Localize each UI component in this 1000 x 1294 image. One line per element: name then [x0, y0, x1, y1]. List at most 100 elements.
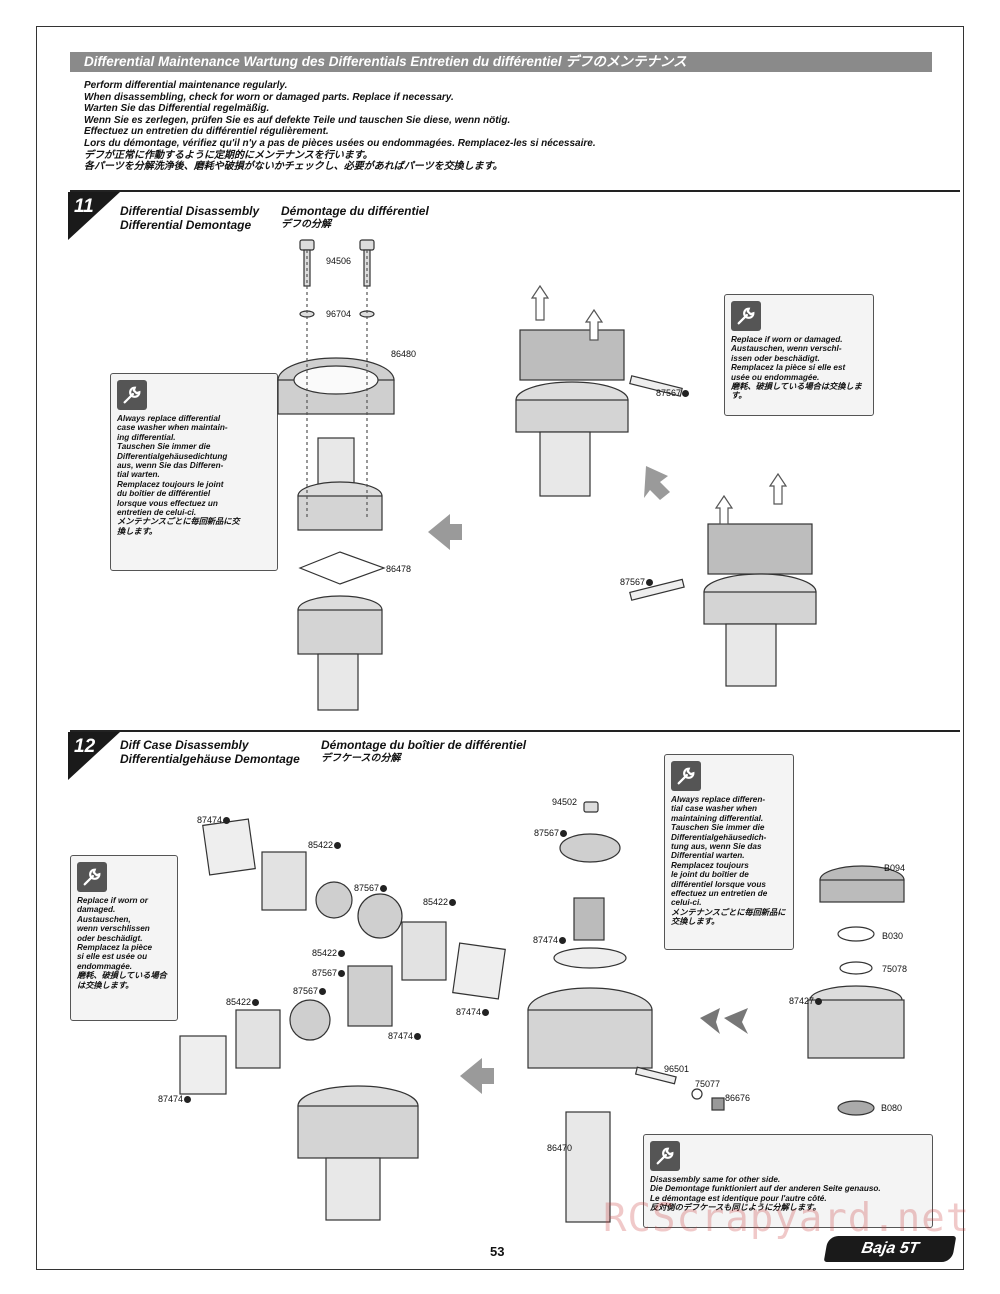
part-label: 94502	[552, 797, 578, 807]
wrench-icon	[77, 862, 107, 892]
part-number: 87474	[456, 1007, 482, 1017]
step-11-badge: 11	[68, 192, 120, 240]
part-number: 85422	[312, 948, 338, 958]
bullet-icon	[815, 998, 823, 1006]
part-label: 94506	[326, 256, 352, 266]
bullet-icon	[559, 937, 567, 945]
bullet-icon	[319, 988, 327, 996]
intro-line: 各パーツを分解洗浄後、磨耗や破損がないかチェックし、必要があればパーツを交換しま…	[84, 161, 503, 173]
part-label: 85422	[308, 840, 342, 850]
part-number: 87474	[388, 1031, 414, 1041]
step-12-title-line: Démontage du boîtier de différentiel	[321, 738, 527, 752]
part-label: 87567	[293, 986, 327, 996]
bullet-icon	[338, 970, 346, 978]
part-label: 87474	[456, 1007, 490, 1017]
wrench-icon	[731, 301, 761, 331]
page-frame	[36, 26, 964, 1270]
step-11-note-left: Always replace differential case washer …	[110, 373, 278, 571]
intro-line: Wenn Sie es zerlegen, prüfen Sie es auf …	[84, 114, 511, 126]
step-11-title-line: デフの分解	[281, 219, 331, 230]
part-number: 87474	[533, 935, 559, 945]
intro-line: When disassembling, check for worn or da…	[84, 91, 454, 103]
bullet-icon	[338, 950, 346, 958]
step-12-title-line: デフケースの分解	[321, 753, 401, 764]
part-number: 85422	[423, 897, 449, 907]
bullet-icon	[482, 1009, 490, 1017]
part-label: B030	[882, 931, 904, 941]
part-label: 87474	[533, 935, 567, 945]
step-12-note-mid: Always replace differen- tial case washe…	[664, 754, 794, 950]
bullet-icon	[223, 817, 231, 825]
intro-text: Perform differential maintenance regular…	[84, 80, 596, 173]
step-12-title-line: Differentialgehäuse Demontage	[120, 752, 300, 766]
bullet-icon	[449, 899, 457, 907]
step-11-title-line: Differential Disassembly	[120, 204, 260, 218]
part-label: 86478	[386, 564, 412, 574]
part-number: 87567	[312, 968, 338, 978]
bullet-icon	[184, 1096, 192, 1104]
bullet-icon	[682, 390, 690, 398]
bullet-icon	[334, 842, 342, 850]
wrench-icon	[671, 761, 701, 791]
part-label: 87567	[354, 883, 388, 893]
part-label: B080	[881, 1103, 903, 1113]
part-number: 87567	[293, 986, 319, 996]
part-label: 96501	[664, 1064, 690, 1074]
part-label: 87474	[388, 1031, 422, 1041]
page-number: 53	[490, 1244, 505, 1259]
step-11-number: 11	[74, 196, 94, 217]
part-number: 87567	[656, 388, 682, 398]
part-label: 75078	[882, 964, 908, 974]
note-text: Replace if worn or damaged. Austauschen,…	[731, 335, 862, 401]
brand-logo: Baja 5T	[823, 1236, 957, 1262]
note-text: Always replace differential case washer …	[117, 414, 240, 536]
note-text: Disassembly same for other side. Die Dem…	[650, 1175, 881, 1213]
part-label: 85422	[423, 897, 457, 907]
section-header: Differential Maintenance Wartung des Dif…	[70, 52, 932, 72]
part-label: 85422	[312, 948, 346, 958]
bullet-icon	[380, 885, 388, 893]
step-12-title-en: Diff Case Disassembly Differentialgehäus…	[120, 738, 300, 766]
part-label: 75077	[695, 1079, 721, 1089]
step-11-title-line: Démontage du différentiel	[281, 204, 429, 218]
part-number: 87474	[197, 815, 223, 825]
part-number: 87567	[620, 577, 646, 587]
note-text: Replace if worn or damaged. Austauschen,…	[77, 896, 167, 990]
part-label: 96704	[326, 309, 352, 319]
part-label: 87567	[656, 388, 690, 398]
step-12-badge: 12	[68, 732, 120, 780]
part-label: 87427	[789, 996, 823, 1006]
part-label: 85422	[226, 997, 260, 1007]
step-12-note-bottom: Disassembly same for other side. Die Dem…	[643, 1134, 933, 1228]
part-number: 85422	[308, 840, 334, 850]
part-label: 87474	[197, 815, 231, 825]
step-11-title-fr: Démontage du différentiel デフの分解	[281, 204, 429, 232]
step-12-rule	[70, 730, 960, 732]
intro-line: Warten Sie das Differential regelmäßig.	[84, 103, 270, 115]
part-number: 87427	[789, 996, 815, 1006]
part-label: 86676	[725, 1093, 751, 1103]
intro-line: Perform differential maintenance regular…	[84, 80, 288, 91]
part-number: 85422	[226, 997, 252, 1007]
step-12-title-line: Diff Case Disassembly	[120, 738, 249, 752]
step-11-title-en: Differential Disassembly Differential De…	[120, 204, 259, 232]
step-12-number: 12	[74, 736, 96, 757]
part-number: 87567	[534, 828, 560, 838]
wrench-icon	[650, 1141, 680, 1171]
note-text: Always replace differen- tial case washe…	[671, 795, 786, 927]
bullet-icon	[646, 579, 654, 587]
part-label: B094	[884, 863, 906, 873]
step-12-note-left: Replace if worn or damaged. Austauschen,…	[70, 855, 178, 1021]
intro-line: Lors du démontage, vérifiez qu'il n'y a …	[84, 137, 596, 149]
part-label: 87567	[312, 968, 346, 978]
bullet-icon	[414, 1033, 422, 1041]
part-number: 87567	[354, 883, 380, 893]
intro-line: デフが正常に作動するように定期的にメンテナンスを行います。	[84, 149, 373, 161]
part-number: 87474	[158, 1094, 184, 1104]
step-11-title-line: Differential Demontage	[120, 218, 252, 232]
intro-line: Effectuez un entretien du différentiel r…	[84, 126, 329, 138]
step-11-rule	[70, 190, 960, 192]
part-label: 87567	[620, 577, 654, 587]
part-label: 86480	[391, 349, 417, 359]
